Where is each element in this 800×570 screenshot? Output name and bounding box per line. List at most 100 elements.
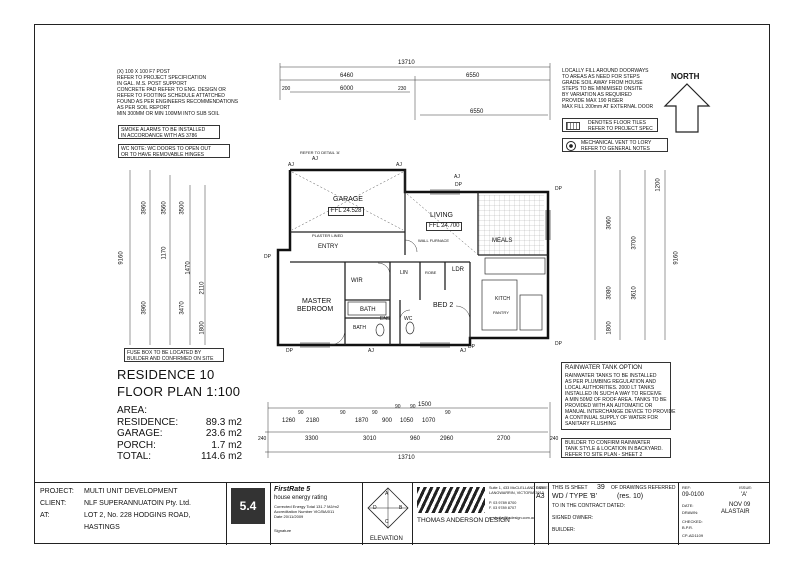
svg-text:AJ: AJ	[368, 348, 374, 354]
smoke-note-line: IN ACCORDANCE WITH AS 3786	[121, 133, 198, 139]
tile-legend-line: REFER TO PROJECT SPEC	[588, 126, 653, 132]
fill-note-line: LOCALLY FILL AROUND DOORWAYS	[562, 68, 649, 74]
size-panel: SIZE A3	[534, 483, 549, 545]
area-schedule: AREA: RESIDENCE:89.3 m2 GARAGE:23.6 m2 P…	[117, 405, 242, 463]
dim-bottom-small: 90	[445, 410, 451, 416]
room-lin: LIN	[400, 270, 408, 276]
dim-right: 3080	[606, 286, 613, 300]
builder-label: BUILDER:	[552, 527, 576, 533]
firm-phone: P. 03 9789 8700	[489, 501, 517, 505]
dim-top: 6000	[340, 86, 354, 92]
dim-right: 3060	[606, 216, 613, 230]
bottom-dimension-lines	[265, 402, 551, 458]
dim-bottom-small: 240	[258, 436, 267, 442]
north-label: NORTH	[671, 72, 700, 81]
cp-label: CP-AD1109	[682, 533, 704, 538]
room-kitch: KITCH	[495, 296, 510, 302]
dim-bottom: 1870	[355, 418, 369, 424]
client-value: NLF SUPERANNUATOIN Pty. Ltd.	[84, 500, 191, 507]
svg-text:AJ: AJ	[396, 162, 402, 168]
garage-ffl: FFL 24.528	[328, 207, 365, 216]
dim-top-small: 230	[398, 86, 407, 92]
contract-date-label: TO IN THE CONTRACT DATED:	[552, 503, 625, 509]
post-note-line: FOUND AS PER ENGINEERS RECOMMENDATIONS	[117, 99, 239, 105]
svg-text:DP: DP	[264, 254, 272, 260]
area-value: 23.6 m2	[205, 428, 242, 439]
fuse-note-line: BUILDER AND CONFIRMED ON SITE	[127, 356, 214, 362]
toilet-ens	[375, 323, 385, 337]
fill-note-line: TO AREAS AS NEED FOR STEPS	[562, 74, 640, 80]
drawing-title: RESIDENCE 10 FLOOR PLAN 1:100	[117, 366, 240, 400]
kitchen-cupboards	[519, 294, 543, 331]
signed-owner-label: SIGNED OWNER:	[552, 515, 594, 521]
detail-reference: REFER TO DETAIL 'A'	[300, 150, 341, 155]
dim-bottom: 3300	[305, 436, 319, 442]
dim-right: 3700	[631, 236, 638, 250]
plaster-lined-label: PLASTER LINED	[312, 233, 344, 238]
room-bedroom: BEDROOM	[297, 306, 334, 313]
star-rating-value: 5.4	[231, 488, 265, 524]
dim-left-overall: 9160	[118, 251, 125, 265]
dim-top: 6460	[340, 73, 354, 79]
room-wir: WIR	[351, 278, 363, 284]
energy-rating-panel: FirstRate 5 house energy rating Correcte…	[270, 483, 363, 545]
smoke-note-line: SMOKE ALARMS TO BE INSTALLED	[121, 127, 206, 133]
title-block: PROJECT: MULTI UNIT DEVELOPMENT CLIENT: …	[34, 482, 770, 545]
elevation-label: ELEVATION	[370, 536, 403, 542]
rainwater-line: PROVIDED WITH AN AUTOMATIC OR	[565, 403, 653, 409]
post-notes: (X) 100 X 100 F7 POST REFER TO PROJECT S…	[117, 69, 267, 122]
kitchen-bench	[481, 279, 518, 331]
room-bed2: BED 2	[433, 302, 454, 309]
tile-hatch-icon	[566, 122, 580, 130]
address-line-2: HASTINGS	[84, 524, 120, 531]
area-label: RESIDENCE:	[117, 416, 179, 428]
date-value: NOV 09	[729, 502, 751, 508]
dim-left: 3960	[141, 201, 148, 215]
builder-note-line: TANK STYLE & LOCATION IN BACKYARD.	[565, 446, 663, 452]
rating-subtitle: house energy rating	[274, 495, 328, 501]
dim-bottom-small: 90	[340, 410, 346, 416]
fuse-note-line: FUSE BOX TO BE LOCATED BY	[127, 350, 202, 356]
dim-bottom: 3010	[363, 436, 377, 442]
address-line-1: LOT 2, No. 228 HODGINS ROAD,	[84, 512, 191, 519]
floor-tile-legend: DENOTES FLOOR TILES REFER TO PROJECT SPE…	[562, 118, 658, 132]
dim-bottom: 2180	[306, 418, 320, 424]
drawn-label: DRAWN:	[682, 510, 699, 515]
room-ldr: LDR	[452, 267, 465, 273]
checked-value: B.P.R.	[682, 525, 694, 530]
room-entry: ENTRY	[318, 244, 339, 250]
top-dimension-lines	[279, 63, 551, 120]
dim-left: 1800	[199, 321, 206, 335]
area-row: GARAGE: 23.6 m2	[117, 428, 242, 440]
post-note-line: REFER TO FOOTING SCHEDULE ATTATCHED	[117, 93, 225, 99]
firm-address: Suite 1, 433 McCLELLAND DRIVE	[489, 486, 548, 490]
toilet-wc	[405, 321, 415, 335]
dim-left: 1170	[161, 246, 168, 260]
dim-bottom: 1050	[400, 418, 414, 424]
area-value: 114.6 m2	[201, 451, 242, 462]
this-is-sheet-label: THIS IS SHEET	[552, 485, 588, 491]
dim-bottom: 960	[410, 436, 421, 442]
residence-title: RESIDENCE 10	[117, 367, 215, 382]
dim-right: 3610	[631, 286, 638, 300]
room-ens: ENS	[380, 316, 391, 322]
area-heading: AREA:	[117, 405, 148, 416]
sheet-number: 39	[597, 484, 605, 491]
fill-note-line: GRADE SOIL AWAY FROM HOUSE	[562, 80, 643, 86]
dim-bottom: 1260	[282, 418, 296, 424]
dim-bottom: 1070	[422, 418, 436, 424]
kitchen-island	[484, 257, 546, 275]
bath-tub	[347, 301, 387, 316]
rainwater-line: A CONTINUAL SUPPLY OF WATER FOR	[565, 415, 658, 421]
wc-door-note: WC NOTE: WC DOORS TO OPEN OUT OR TO HAVE…	[118, 144, 230, 158]
firm-panel: THOMAS ANDERSON DESIGN Suite 1, 433 McCL…	[412, 483, 548, 545]
dim-left: 1470	[185, 261, 192, 275]
vent-legend-line: MECHANICAL VENT TO LORY	[581, 140, 652, 146]
rainwater-line: INSTALLED IN SUCH A WAY TO RECEIVE	[565, 391, 662, 397]
smoke-alarm-note: SMOKE ALARMS TO BE INSTALLED IN ACCORDAN…	[118, 125, 220, 139]
ref-panel: REF: 09-0100 ISSUE: 'A' DATE: NOV 09 DRA…	[678, 483, 771, 545]
issue-value: 'A'	[741, 492, 748, 498]
dim-right: 1800	[606, 321, 613, 335]
area-label: GARAGE:	[117, 428, 163, 439]
wc-note-line: OR TO HAVE REMOVABLE HINGES	[121, 152, 204, 158]
